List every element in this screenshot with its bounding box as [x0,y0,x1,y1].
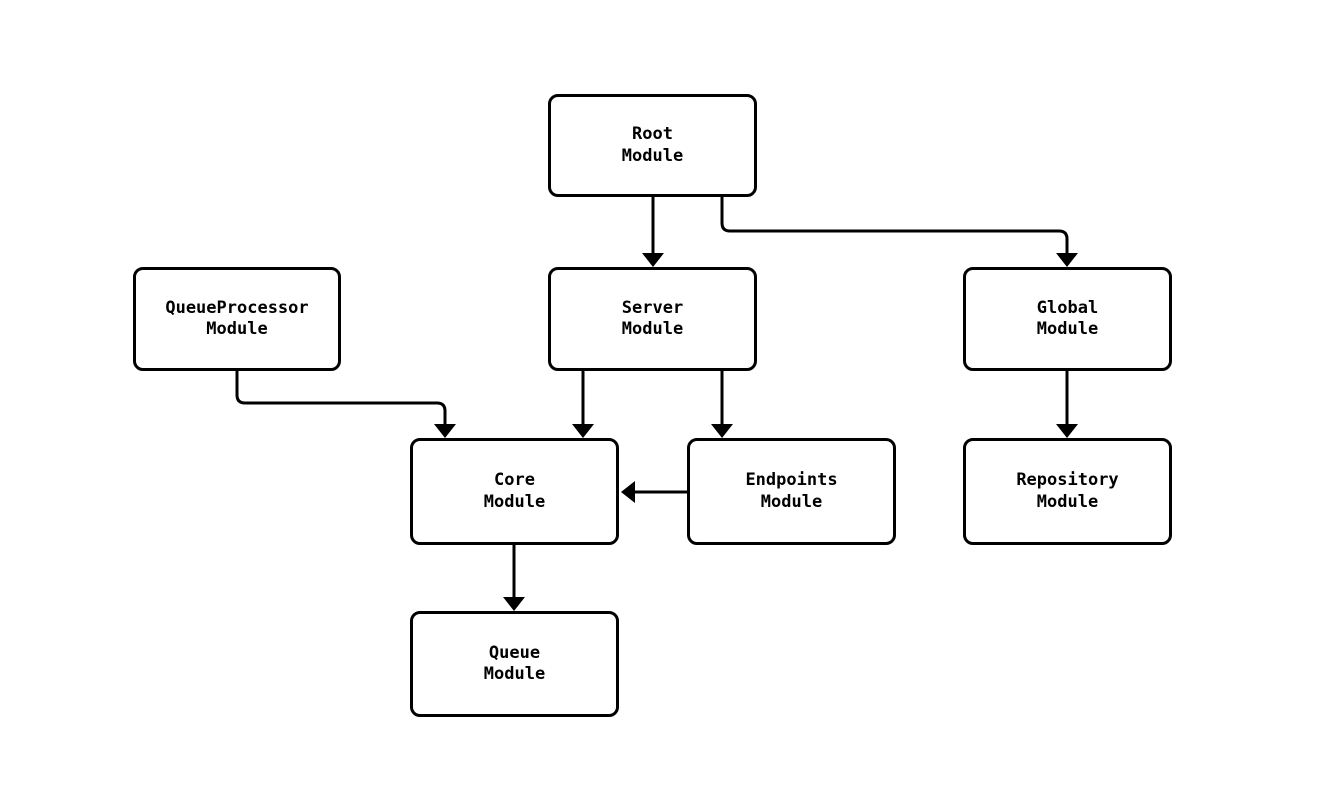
edge-server-to-endpoints [711,371,733,438]
node-label-line: Root [632,124,673,144]
node-label-line: Module [621,319,684,339]
node-label-line: Module [483,664,546,684]
edge-core-to-queue [503,545,525,611]
edge-server-to-core [572,371,594,438]
arrowhead [1056,424,1078,438]
arrowhead [711,424,733,438]
node-label-line: Module [621,145,684,166]
arrowhead [572,424,594,438]
edge-global-to-repository [1056,371,1078,438]
edge-endpoints-to-core [621,481,687,503]
edge-root-to-server [642,197,664,267]
arrowhead [621,481,635,503]
node-label-line: Module [483,491,546,512]
node-label-line: Global [1036,297,1099,318]
node-label-line: Module [206,319,268,339]
arrowhead [503,597,525,611]
arrowhead [1056,253,1078,267]
node-label-line: Module [1036,491,1099,512]
node-label-line: Repository [1016,470,1119,490]
edge-root-to-global [720,197,1078,267]
node-label-line: Server [621,297,684,318]
edge-queueprocessor-to-core [235,371,456,438]
node-label-line: Queue [488,642,541,663]
node-label-line: Module [1036,319,1099,339]
arrowhead [434,424,456,438]
arrowhead [642,253,664,267]
node-label-line: QueueProcessor [165,297,309,318]
node-label-line: Endpoints [745,470,838,490]
node-label-line: Core [494,470,535,490]
node-label-line: Module [760,491,823,512]
